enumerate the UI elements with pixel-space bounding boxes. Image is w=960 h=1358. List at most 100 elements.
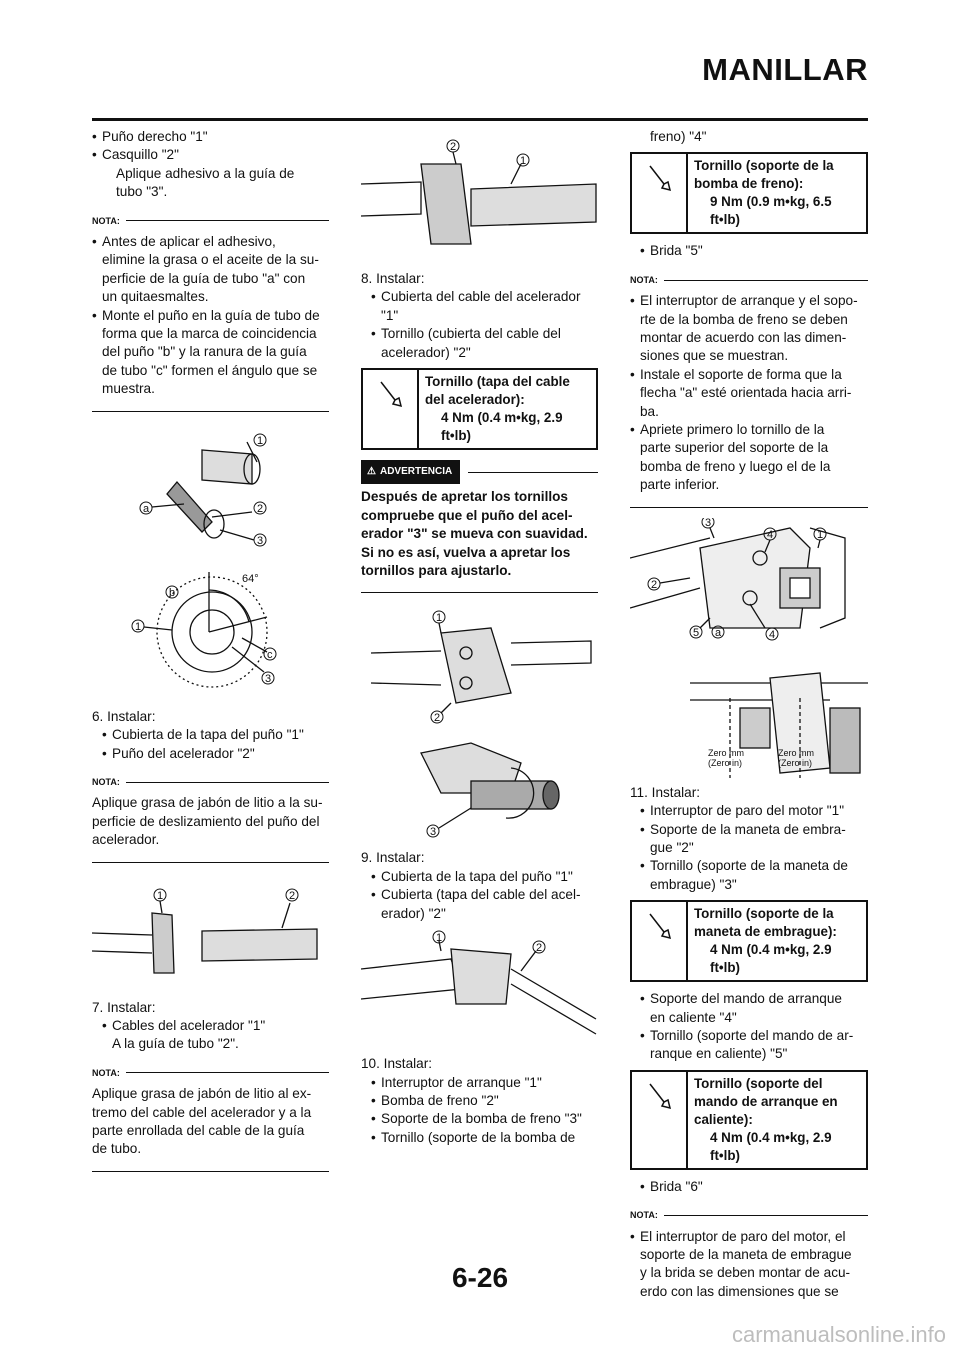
grip-illustration: 1 2 3 a b 1 c 3 64°: [131, 433, 277, 688]
note-line: tremo del cable del acelerador y a la: [92, 1104, 312, 1120]
figure-label: a: [715, 627, 722, 639]
warning-line: erador "3" se mueva con suavidad.: [361, 526, 588, 542]
torque-value: ft•lb): [710, 960, 740, 976]
list-item: Cubierta del cable del acelerador: [371, 288, 598, 307]
figure-label: a: [143, 503, 150, 515]
note-label: NOTA:: [92, 215, 120, 226]
separator: [92, 410, 329, 412]
step-heading: 11. Instalar:: [630, 784, 701, 800]
step-heading: 7. Instalar:: [92, 999, 156, 1015]
list-item: Soporte del mando de arranque: [640, 990, 868, 1009]
note-line: Apriete primero lo tornillo de la: [640, 422, 825, 438]
warning-triangle-icon: ⚠: [367, 466, 376, 478]
note-line: Antes de aplicar el adhesivo,: [102, 234, 276, 250]
note-header: NOTA:: [92, 773, 329, 791]
note-item: El interruptor de paro del motor, el sop…: [630, 1228, 868, 1302]
note-line: parte inferior.: [640, 477, 720, 493]
note-line: El interruptor de paro del motor, el: [640, 1228, 846, 1244]
figure-label: 3: [265, 673, 271, 685]
wrench-icon: [632, 902, 688, 981]
figure-label: 2: [289, 890, 295, 902]
warning-text: Después de apretar los tornillos comprue…: [361, 488, 598, 580]
note-label: NOTA:: [630, 1210, 658, 1221]
page-title: MANILLAR: [702, 52, 868, 87]
torque-label: Tornillo (soporte del: [694, 1075, 823, 1091]
list-item-detail: A la guía de tubo "2".: [112, 1036, 239, 1052]
column-left: Puño derecho "1" Casquillo "2" Aplique a…: [92, 128, 329, 1182]
torque-value: 4 Nm (0.4 m•kg, 2.9: [710, 1129, 832, 1145]
note-item: Instale el soporte de forma que la flech…: [630, 366, 868, 421]
dimension-label: Zero mm: [708, 748, 744, 758]
torque-label: del acelerador):: [425, 392, 525, 408]
torque-value: 4 Nm (0.4 m•kg, 2.9: [441, 410, 563, 426]
list-item-detail: Aplique adhesivo a la guía de: [116, 165, 295, 181]
note-header: NOTA:: [630, 1206, 868, 1224]
cable-cover-illustration: 1 2: [361, 930, 597, 1035]
torque-value: ft•lb): [710, 212, 740, 228]
separator: [361, 592, 598, 594]
list-item-detail: en caliente "4": [650, 1009, 737, 1025]
figure-label: 2: [651, 579, 657, 591]
warning-line: tornillos para ajustarlo.: [361, 563, 512, 579]
note-line: forma que la marca de coincidencia: [102, 326, 317, 342]
note-line: El interruptor de arranque y el sopo-: [640, 293, 858, 309]
page-number: 6-26: [451, 1262, 509, 1293]
figure-label: 5: [693, 627, 699, 639]
note-line: ba.: [640, 403, 659, 419]
list-item: Brida "5": [640, 242, 868, 261]
figure-label: 4: [767, 529, 773, 541]
torque-label: caliente):: [694, 1111, 753, 1127]
list-item: Tornillo (soporte del mando de ar-: [640, 1027, 868, 1046]
figure-label: 4: [769, 629, 775, 641]
note-line: Instale el soporte de forma que la: [640, 366, 842, 382]
torque-label: Tornillo (soporte de la: [694, 158, 834, 174]
separator: [630, 506, 868, 508]
note-line: erdo con las dimensiones que se: [640, 1283, 839, 1299]
note-item: El interruptor de arranque y el sopo- rt…: [630, 292, 868, 366]
figure-label: 3: [257, 535, 263, 547]
figure-label: 1: [157, 890, 163, 902]
figure-label: b: [169, 587, 175, 599]
list-item: Tornillo (soporte de la maneta de: [640, 857, 868, 876]
wrench-icon: [363, 370, 419, 449]
figure-label: 1: [520, 155, 526, 167]
note-item: Apriete primero lo tornillo de la parte …: [630, 421, 868, 495]
list-item-detail: "1": [381, 307, 399, 323]
step-heading: 9. Instalar:: [361, 850, 425, 866]
separator: [92, 861, 329, 863]
list-item: Brida "6": [640, 1178, 868, 1197]
header-rule: [92, 118, 868, 121]
note-line: parte superior del soporte de la: [640, 440, 829, 456]
warning-line: compruebe que el puño del acel-: [361, 507, 573, 523]
list-item: Interruptor de arranque "1": [371, 1074, 598, 1093]
note-line: elimine la grasa o el aceite de la su-: [102, 252, 319, 268]
figure-label: 2: [450, 141, 456, 153]
note-line: parte enrollada del cable de la guía: [92, 1122, 305, 1138]
torque-spec-box: Tornillo (soporte de la bomba de freno):…: [630, 152, 868, 235]
note-line: perficie de la guía de tubo "a" con: [102, 270, 306, 286]
brake-switch-illustration: 3 4 1 2 5 a 4 Zero mm (Zero in) Zero mm …: [630, 517, 868, 778]
note-line: Monte el puño en la guía de tubo de: [102, 307, 320, 323]
throttle-cover-illustration: 2 1: [361, 139, 597, 245]
note-label: NOTA:: [630, 274, 658, 285]
figure-label: 1: [135, 621, 141, 633]
throttle-illustration: 1 2: [92, 888, 318, 974]
list-item: Cubierta de la tapa del puño "1": [371, 868, 598, 887]
torque-label: mando de arranque en: [694, 1093, 838, 1109]
torque-label: Tornillo (soporte de la: [694, 906, 834, 922]
note-header: NOTA:: [630, 271, 868, 289]
warning-label: ADVERTENCIA: [379, 466, 453, 478]
figure-label: 3: [430, 826, 436, 838]
wrench-icon: [632, 1071, 688, 1168]
list-item-detail: ranque en caliente) "5": [650, 1046, 788, 1062]
note-line: rte de la bomba de freno se deben: [640, 311, 848, 327]
torque-value: 9 Nm (0.9 m•kg, 6.5: [710, 194, 832, 210]
torque-label: bomba de freno):: [694, 176, 804, 192]
watermark: carmanualsonline.info: [731, 1322, 946, 1347]
dimension-label: Zero mm: [778, 748, 814, 758]
list-item-detail: erador) "2": [381, 905, 446, 921]
note-line: de tubo.: [92, 1141, 142, 1157]
torque-value: ft•lb): [441, 428, 471, 444]
step-heading: 8. Instalar:: [361, 271, 425, 286]
note-line: un quitaesmaltes.: [102, 289, 209, 305]
